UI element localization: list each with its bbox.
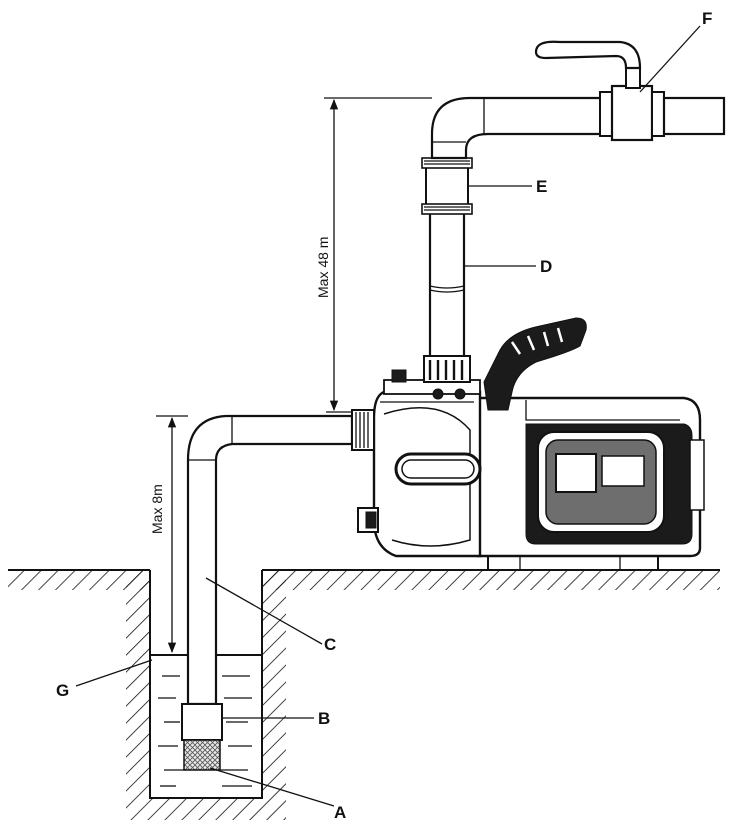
tap-valve <box>534 40 726 142</box>
label-G: G <box>56 681 69 700</box>
label-D: D <box>540 257 552 276</box>
dimension-max-suction: Max 8m <box>149 415 188 654</box>
callouts: F E D C B A G <box>56 9 712 822</box>
discharge-elbow <box>430 96 610 160</box>
label-B: B <box>318 709 330 728</box>
check-valve <box>181 703 223 741</box>
max-discharge-height-label: Max 48 m <box>315 237 331 298</box>
max-suction-height-label: Max 8m <box>149 484 165 534</box>
label-F: F <box>702 9 712 28</box>
well <box>126 570 286 820</box>
label-C: C <box>324 635 336 654</box>
label-E: E <box>536 177 547 196</box>
discharge-pipe <box>428 210 466 364</box>
dimension-max-discharge: Max 48 m <box>315 97 432 413</box>
label-A: A <box>334 803 346 822</box>
pump <box>351 317 705 571</box>
union-connector <box>421 157 473 215</box>
strainer <box>183 739 221 771</box>
ground <box>8 569 720 590</box>
